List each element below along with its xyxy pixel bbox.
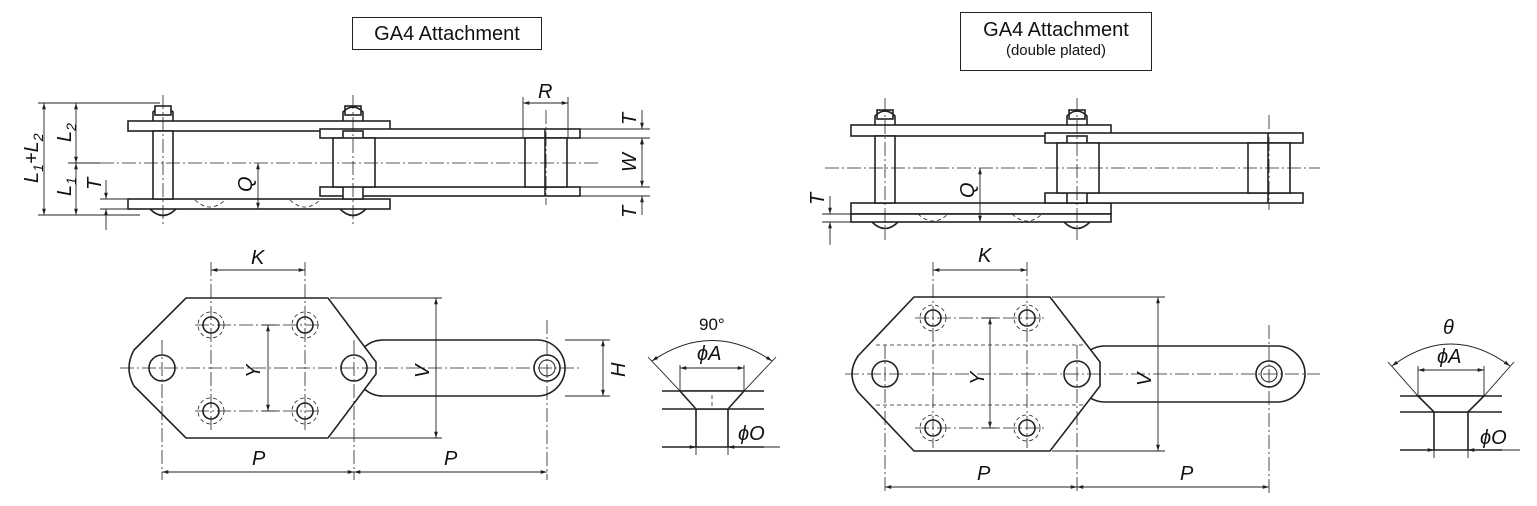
label-angle-90: 90° (699, 315, 725, 334)
right-countersink-detail: θ ϕA ϕO (1387, 317, 1520, 458)
label-angle-theta: θ (1443, 317, 1454, 339)
outer-plate-bottom-1 (850, 202, 1112, 215)
label-k: K (251, 247, 266, 269)
label-p: P (444, 448, 458, 470)
label-phi-a: ϕA (697, 343, 721, 365)
svg-text:L2: L2 (54, 123, 79, 142)
inner-plate-top (319, 128, 581, 139)
label-q: Q (235, 176, 257, 192)
title-main: GA4 Attachment (374, 23, 520, 45)
label-h: H (608, 362, 630, 377)
inner-plate-bottom (319, 186, 581, 197)
right-side-view: T Q (807, 98, 1320, 245)
label-t: T (84, 176, 106, 190)
left-side-view: L1+L2 L2 L1 T Q R T W T (21, 81, 650, 230)
outer-plate-top (850, 124, 1112, 137)
label-w: W (619, 151, 641, 172)
label-p: P (977, 463, 991, 485)
label-y: Y (967, 370, 989, 385)
label-t: T (807, 191, 829, 205)
right-top-view: K Y V P P (845, 245, 1320, 494)
left-countersink-detail: 90° ϕA ϕO (647, 315, 780, 455)
label-phi-a: ϕA (1437, 346, 1461, 368)
title-ga4-attachment-double: GA4 Attachment (double plated) (960, 12, 1152, 71)
roller-left (332, 137, 376, 188)
title-main: GA4 Attachment (983, 19, 1129, 41)
outer-plate-bottom (127, 198, 391, 210)
label-l2: L (54, 131, 76, 142)
title-ga4-attachment: GA4 Attachment (352, 17, 542, 50)
outer-plate-bottom-2 (850, 213, 1112, 223)
label-l1: L (54, 185, 76, 196)
label-t-top: T (619, 111, 641, 125)
svg-text:L1+L2: L1+L2 (21, 133, 46, 183)
outer-plate-top (127, 120, 391, 132)
inner-plate-top (1044, 132, 1304, 144)
title-sub: (double plated) (1005, 42, 1107, 59)
label-v: V (1134, 371, 1156, 386)
label-l1l2: L (21, 172, 43, 183)
label-q: Q (957, 182, 979, 198)
label-p: P (252, 448, 266, 470)
label-k: K (978, 245, 993, 267)
label-phi-o: ϕO (1480, 427, 1507, 449)
label-v: V (412, 363, 434, 378)
label-r: R (538, 81, 552, 103)
label-phi-o: ϕO (738, 423, 765, 445)
label-y: Y (243, 363, 265, 378)
label-t-bottom: T (619, 204, 641, 218)
inner-plate-bottom (1044, 192, 1304, 204)
svg-text:L1: L1 (54, 177, 79, 196)
left-top-view: K Y V H P P (120, 247, 630, 480)
label-p: P (1180, 463, 1194, 485)
